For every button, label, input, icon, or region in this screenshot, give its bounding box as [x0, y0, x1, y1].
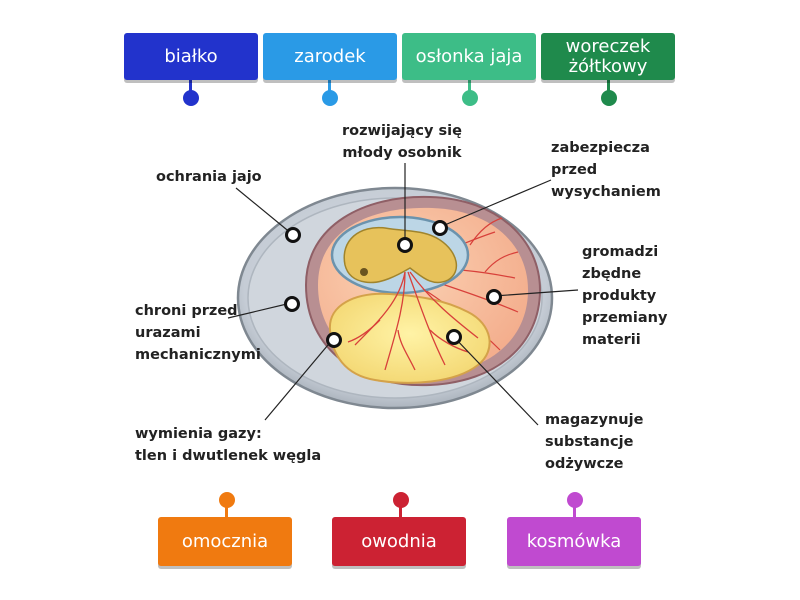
- tile-label: kosmówka: [526, 530, 622, 552]
- pin-dot-woreczek: [601, 90, 617, 106]
- label-zabezpiecza: zabezpiecza przed wysychaniem: [551, 140, 661, 200]
- label-chroni: chroni przed urazami mechanicznymi: [135, 303, 261, 363]
- tile-label: białko: [164, 45, 218, 67]
- tile-zarodek[interactable]: zarodek: [263, 33, 397, 80]
- hotspot-magazynuje: [446, 329, 462, 345]
- pin-line-oslonka: [468, 80, 471, 94]
- label-rozwijajacy: rozwijający się młody osobnik: [342, 123, 462, 161]
- yolk-vessels: [347, 271, 479, 371]
- pin-dot-kosmowka: [567, 492, 583, 508]
- tile-omocznia[interactable]: omocznia: [158, 517, 292, 566]
- tile-woreczek-zoltkowy[interactable]: woreczek żółtkowy: [541, 33, 675, 80]
- pin-line-owodnia: [399, 500, 402, 518]
- pin-dot-oslonka: [462, 90, 478, 106]
- leader-lines: [227, 163, 579, 426]
- tile-label: zarodek: [294, 45, 366, 67]
- pin-line-bialko: [189, 80, 192, 94]
- tile-owodnia[interactable]: owodnia: [332, 517, 466, 566]
- hotspot-chroni: [284, 296, 300, 312]
- pin-line-woreczek: [607, 80, 610, 94]
- tile-bialko[interactable]: białko: [124, 33, 258, 80]
- tile-label: woreczek żółtkowy: [565, 35, 651, 77]
- pin-line-kosmowka: [573, 500, 576, 518]
- label-wymienia: wymienia gazy: tlen i dwutlenek węgla: [135, 426, 322, 464]
- tile-oslonka-jaja[interactable]: osłonka jaja: [402, 33, 536, 80]
- tile-kosmowka[interactable]: kosmówka: [507, 517, 641, 566]
- pin-dot-zarodek: [322, 90, 338, 106]
- label-ochrania: ochrania jajo: [156, 169, 262, 185]
- tile-label: osłonka jaja: [415, 45, 523, 67]
- hotspot-wymienia: [326, 332, 342, 348]
- pin-dot-owodnia: [393, 492, 409, 508]
- hotspot-ochrania: [285, 227, 301, 243]
- hotspot-rozwijajacy: [397, 237, 413, 253]
- embryo-eye: [360, 268, 368, 276]
- tile-label: omocznia: [181, 530, 269, 552]
- hotspot-gromadzi: [486, 289, 502, 305]
- pin-dot-omocznia: [219, 492, 235, 508]
- label-magazynuje: magazynuje substancje odżywcze: [545, 412, 644, 472]
- pin-line-zarodek: [328, 80, 331, 94]
- yolk-sac: [328, 292, 491, 384]
- embryo: [343, 226, 458, 284]
- tile-label: owodnia: [361, 530, 437, 552]
- label-gromadzi: gromadzi zbędne produkty przemiany mater…: [582, 244, 668, 348]
- pin-dot-bialko: [183, 90, 199, 106]
- pin-line-omocznia: [225, 500, 228, 518]
- hotspot-zabezpiecza: [432, 220, 448, 236]
